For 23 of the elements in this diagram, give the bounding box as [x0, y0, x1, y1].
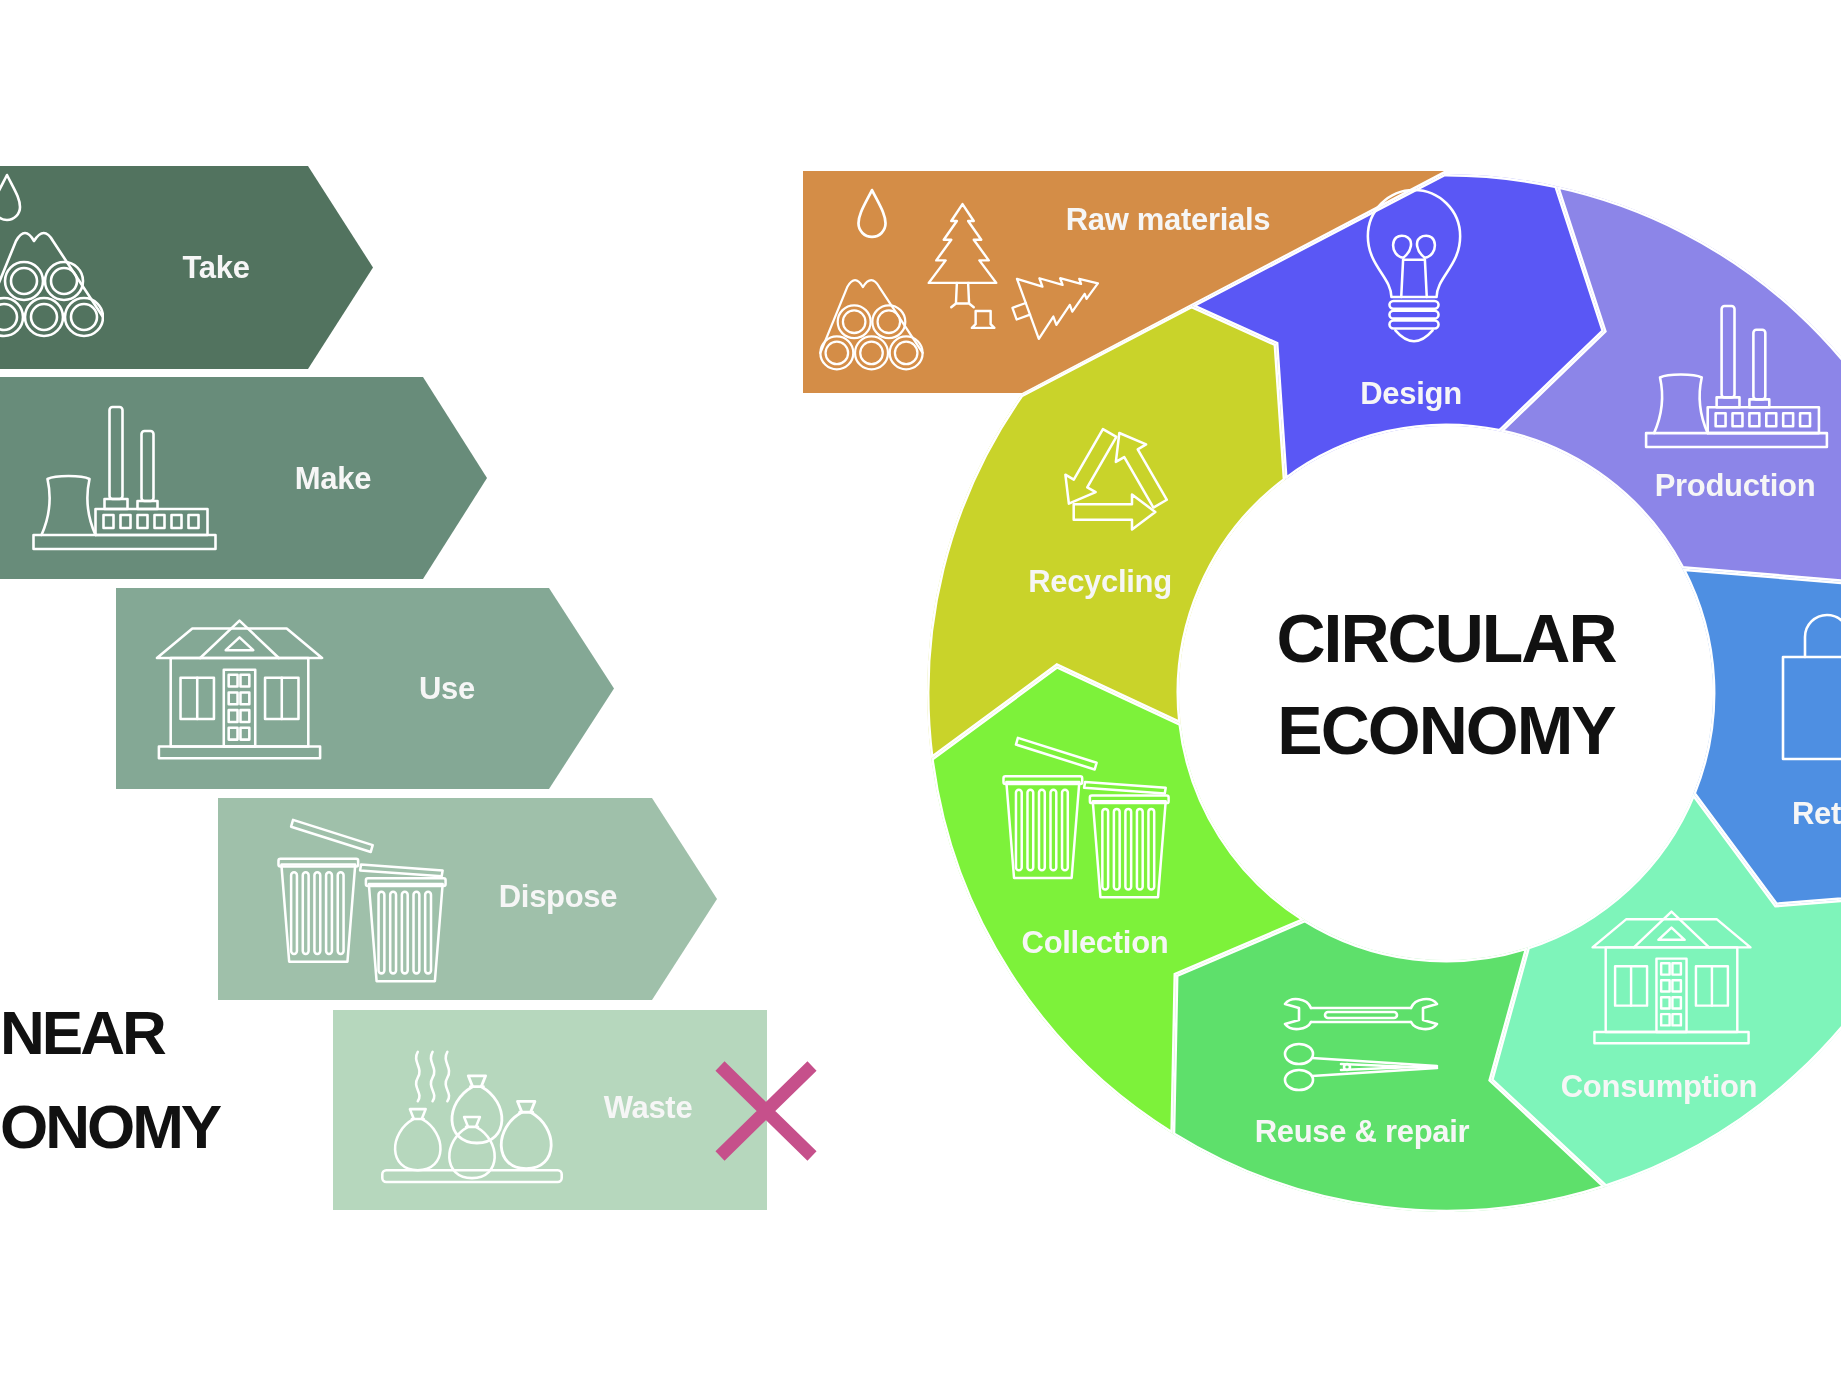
- segment-label: Consumption: [1560, 1069, 1758, 1105]
- ring-segment: [1499, 185, 1841, 582]
- ring-segment: [1491, 793, 1841, 1187]
- segment-label: Ret: [1792, 796, 1841, 832]
- step-label: Use: [419, 671, 475, 707]
- step-banner: [116, 588, 614, 789]
- step-banner: [0, 166, 373, 369]
- step-panel: [333, 1010, 767, 1210]
- step-banner: [218, 798, 717, 1000]
- segment-label: Reuse & repair: [1254, 1114, 1470, 1150]
- step-banner: [0, 377, 487, 579]
- step-label: Make: [294, 461, 372, 497]
- segment-label: Design: [1360, 376, 1462, 412]
- step-label: Waste: [603, 1090, 693, 1126]
- section-title: NEAR ONOMY: [0, 997, 220, 1163]
- segment-label: Collection: [1021, 925, 1169, 961]
- center-title: CIRCULAR ECONOMY: [1276, 599, 1616, 770]
- step-label: Dispose: [498, 879, 618, 915]
- segment-label: Recycling: [1028, 564, 1172, 600]
- segment-label: Production: [1654, 468, 1816, 504]
- step-label: Take: [182, 250, 250, 286]
- ring-segment: [1682, 568, 1841, 905]
- banner-label: Raw materials: [1065, 202, 1271, 238]
